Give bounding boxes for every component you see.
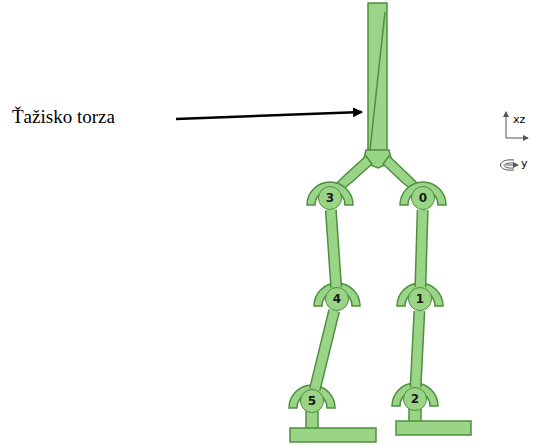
joint-circle: 5: [300, 389, 324, 413]
callout-label: Ťažisko torza: [12, 106, 115, 128]
joint-number: 0: [419, 192, 427, 204]
joint-circle: 3: [318, 186, 342, 210]
axis-label: xz: [513, 113, 525, 126]
joint-number: 2: [411, 393, 419, 405]
leg-link: [416, 311, 420, 387]
axis-icon: [501, 112, 529, 170]
axis-label: y: [521, 157, 528, 170]
leg-link: [331, 210, 336, 287]
joint-number: 4: [333, 293, 341, 305]
torso: [336, 3, 418, 190]
joint-number: 1: [416, 293, 424, 305]
leader-arrow: [176, 112, 362, 119]
joint-circle: 4: [325, 287, 349, 311]
joint-circle: 1: [408, 287, 432, 311]
joint-number: 3: [326, 192, 334, 204]
leg-link: [420, 210, 422, 287]
joint-number: 5: [308, 395, 316, 407]
joint-rings: [289, 182, 446, 408]
feet: [290, 408, 471, 442]
leg-link: [315, 311, 334, 390]
joint-circle: 0: [411, 186, 435, 210]
joint-circle: 2: [403, 387, 427, 411]
